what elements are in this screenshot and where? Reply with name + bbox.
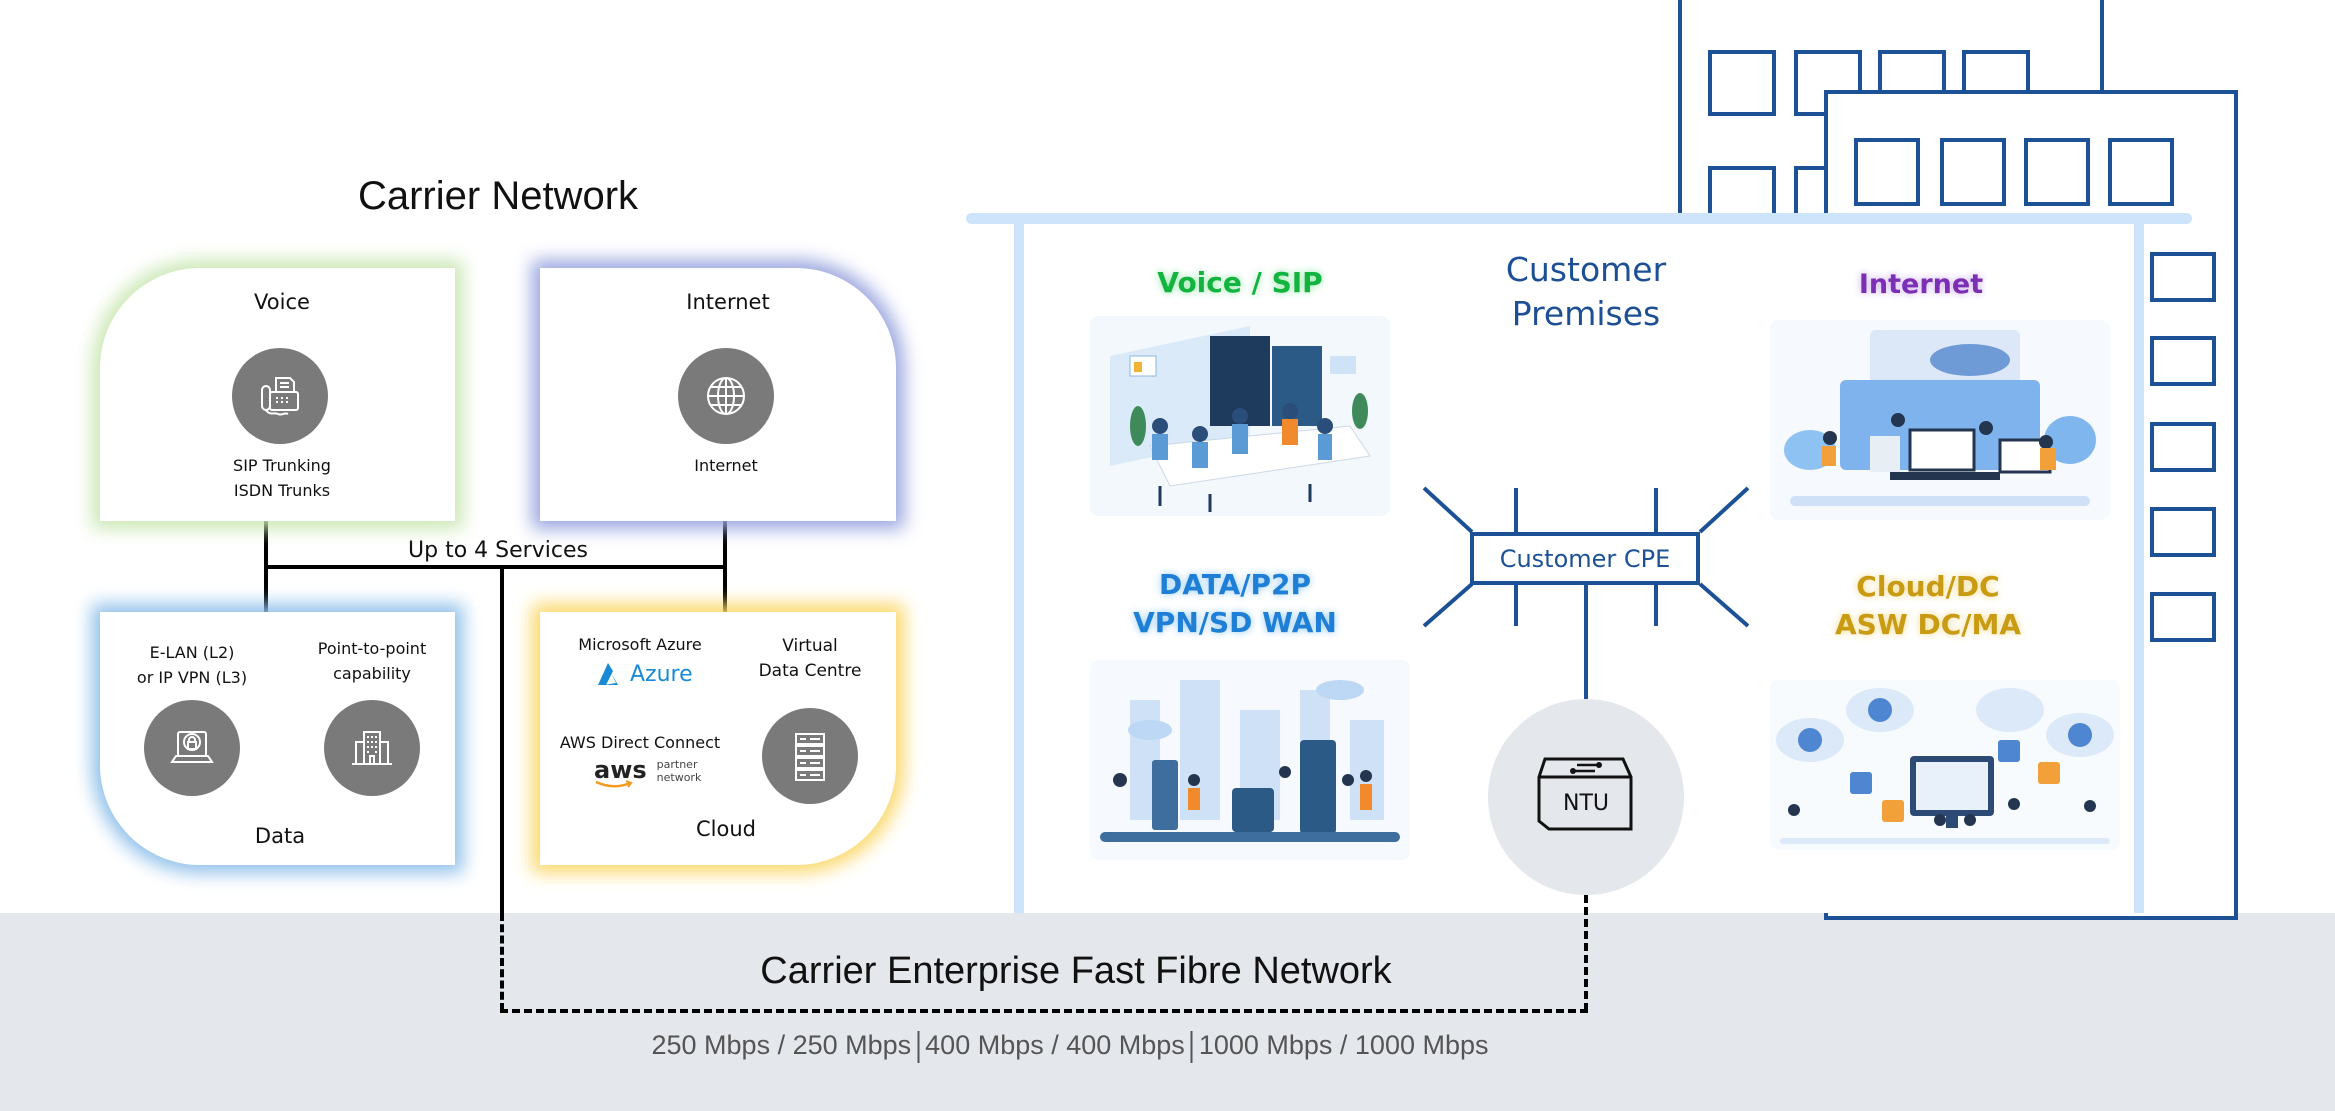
service-box-cloud[interactable]: Microsoft Azure Azure AWS Direct Connect… <box>540 612 896 865</box>
window <box>1940 138 2006 206</box>
city-network-illustration <box>1090 660 1410 860</box>
speed-tier: 1000 Mbps / 1000 Mbps <box>1198 1030 1489 1060</box>
azure-icon <box>598 662 618 685</box>
office-building-icon <box>324 700 420 796</box>
window <box>2150 422 2216 472</box>
data-item-label: capability <box>333 664 411 683</box>
category-internet-label: Internet <box>1858 269 1984 300</box>
service-line: SIP Trunking <box>233 456 331 475</box>
office-team-illustration <box>1090 316 1390 516</box>
window <box>2150 336 2216 386</box>
fibre-path-left <box>500 913 504 1011</box>
category-data-label: DATA/P2P VPN/SD WAN <box>1133 566 1337 642</box>
laptop-globe-lock-icon <box>144 700 240 796</box>
service-heading: Data <box>254 824 306 848</box>
service-line: ISDN Trunks <box>233 481 331 500</box>
fax-phone-icon <box>232 348 328 444</box>
service-heading: Internet <box>686 290 770 314</box>
carrier-network-title: Carrier Network <box>357 174 639 218</box>
speed-separator <box>917 1030 920 1063</box>
azure-logo-text: Azure <box>630 662 693 687</box>
server-rack-icon <box>762 708 858 804</box>
aws-partner-text: partner <box>656 758 698 771</box>
service-heading: Voice <box>254 290 310 314</box>
speed-tiers: 250 Mbps / 250 Mbps 400 Mbps / 400 Mbps 10… <box>652 1030 1489 1063</box>
premises-title-line: Customer <box>1505 250 1667 289</box>
service-line: Internet <box>694 456 758 475</box>
premises-title: Customer Premises <box>1506 248 1666 336</box>
cloud-apps-illustration <box>1770 680 2120 850</box>
window <box>2150 592 2216 642</box>
category-cloud-line: ASW DC/MA <box>1834 608 2022 641</box>
window <box>1708 50 1776 116</box>
window <box>1854 138 1920 206</box>
aws-logo-text: aws <box>594 756 647 784</box>
connector-trunk <box>500 565 504 913</box>
internet-workspace-illustration <box>1770 320 2110 520</box>
premises-wall-left <box>1014 220 1024 913</box>
premises-wall-right <box>2134 220 2144 913</box>
ntu-box-icon <box>1537 757 1633 831</box>
premises-title-line: Premises <box>1511 294 1661 333</box>
cpe-link-lines <box>1422 486 1750 628</box>
window <box>2024 138 2090 206</box>
category-cloud-label: Cloud/DC ASW DC/MA <box>1835 568 2021 644</box>
cpe-label: Customer CPE <box>1499 544 1671 573</box>
aws-logo: aws partner network <box>594 756 702 788</box>
cpe-links <box>1422 486 1750 628</box>
cpe-to-ntu-link <box>1584 585 1588 699</box>
category-data-line: DATA/P2P <box>1158 568 1312 601</box>
globe-icon <box>678 348 774 444</box>
window <box>2108 138 2174 206</box>
speed-tier: 400 Mbps / 400 Mbps <box>925 1030 1185 1060</box>
fibre-path-bottom <box>500 1009 1588 1013</box>
data-item-label: or IP VPN (L3) <box>136 668 248 687</box>
fibre-path-right <box>1584 895 1588 1011</box>
ntu-device[interactable]: NTU <box>1488 699 1684 895</box>
customer-cpe-box[interactable]: Customer CPE <box>1470 532 1700 585</box>
service-box-data[interactable]: E-LAN (L2) or IP VPN (L3) Point-to-point… <box>100 612 455 865</box>
window <box>2150 507 2216 557</box>
service-box-voice[interactable]: Voice SIP Trunking ISDN Trunks <box>100 268 455 521</box>
data-item-label: E-LAN (L2) <box>149 643 235 662</box>
aws-label: AWS Direct Connect <box>559 733 721 752</box>
ntu-label: NTU <box>1563 791 1609 816</box>
connector-bus <box>264 565 727 569</box>
amazon-smile-icon <box>595 780 633 788</box>
premises-roof <box>966 213 2192 224</box>
azure-label: Microsoft Azure <box>578 635 702 654</box>
speed-tier: 250 Mbps / 250 Mbps <box>651 1030 912 1060</box>
service-box-internet[interactable]: Internet Internet <box>540 268 896 521</box>
data-item-label: Point-to-point <box>317 639 427 658</box>
fibre-network-title: Carrier Enterprise Fast Fibre Network <box>760 950 1392 992</box>
vdc-label: Data Centre <box>758 661 862 681</box>
speed-separator <box>1190 1030 1193 1063</box>
category-data-line: VPN/SD WAN <box>1133 606 1337 639</box>
premises-interior-strip <box>960 160 1960 213</box>
category-voice-label: Voice / SIP <box>1157 266 1323 299</box>
building-right-strip <box>2144 224 2238 913</box>
window <box>2150 252 2216 302</box>
aws-partner-text: network <box>656 771 702 784</box>
connector-label: Up to 4 Services <box>408 538 588 563</box>
vdc-label: Virtual <box>782 636 838 656</box>
service-heading: Cloud <box>696 817 756 841</box>
azure-logo: Azure <box>596 662 693 687</box>
category-cloud-line: Cloud/DC <box>1856 570 2000 603</box>
